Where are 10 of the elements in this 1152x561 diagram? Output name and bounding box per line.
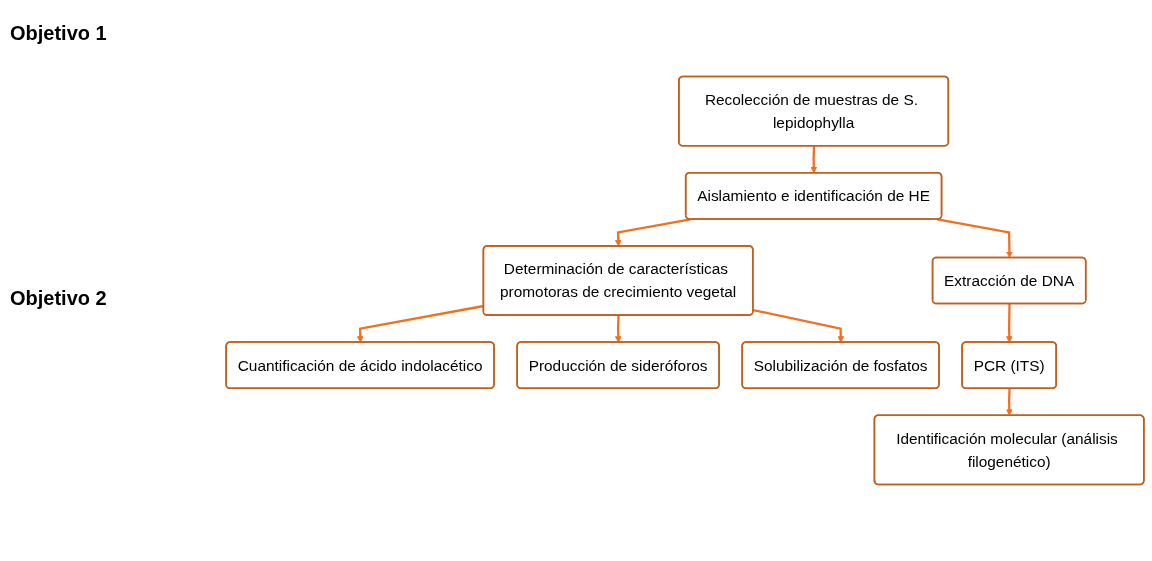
- objective-label: Objetivo 2: [10, 287, 107, 310]
- arrow: [1005, 303, 1013, 343]
- arrow: [614, 315, 622, 343]
- arrow: [937, 218, 1013, 259]
- arrow: [1005, 388, 1013, 416]
- arrow: [614, 218, 691, 247]
- objective-label: Objetivo 1: [10, 22, 107, 45]
- arrow: [810, 146, 818, 174]
- arrow: [752, 308, 845, 343]
- arrow: [356, 304, 484, 343]
